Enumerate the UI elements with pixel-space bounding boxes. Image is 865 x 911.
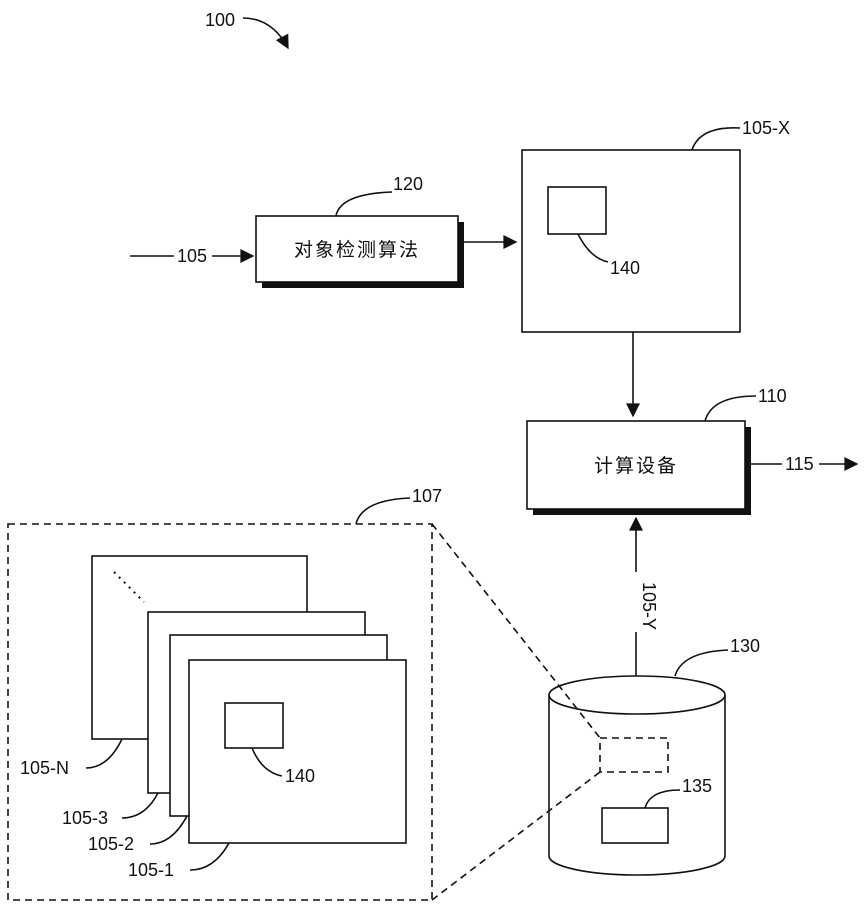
computing-box-text: 计算设备	[594, 455, 678, 477]
computing-ref-label: 110	[758, 386, 787, 406]
frame-1	[189, 660, 406, 843]
output-image-frame	[522, 150, 740, 332]
database-top	[549, 676, 725, 714]
frame-1-leader	[190, 843, 229, 870]
frame-stack: 107 140 105-N 105-3 105-2 105-1	[8, 486, 442, 900]
database: 130 135	[549, 636, 760, 875]
algorithm-ref-label: 120	[393, 174, 423, 194]
database-ref-label: 130	[730, 636, 760, 656]
algorithm-box-text: 对象检测算法	[294, 239, 420, 261]
frame-stack-leader	[356, 498, 410, 524]
frame-2-ref-label: 105-2	[88, 834, 134, 854]
stack-object-box	[225, 703, 283, 748]
detected-object-box	[548, 187, 606, 234]
database-link: 105-Y	[636, 518, 659, 676]
frame-2-leader	[150, 816, 187, 844]
output-image-ref-label: 105-X	[742, 118, 790, 138]
database-item-box	[602, 808, 668, 843]
output-image: 140 105-X	[522, 118, 790, 332]
frame-n-leader	[86, 739, 122, 768]
object-ref-top-label: 140	[610, 258, 640, 278]
frame-3-ref-label: 105-3	[62, 808, 108, 828]
figure-ref-arrow	[243, 18, 288, 48]
computing-output-ref-label: 115	[785, 454, 814, 474]
zoom-line-top	[432, 524, 600, 738]
database-leader	[675, 650, 728, 676]
computing-leader	[705, 396, 756, 421]
input-stream: 105	[130, 246, 253, 266]
figure-ref-group: 100	[205, 10, 288, 48]
object-detection-box: 对象检测算法 120	[256, 174, 464, 288]
frame-3-leader	[122, 793, 158, 818]
computing-device: 计算设备 110 115	[527, 386, 857, 515]
database-item-ref-label: 135	[682, 776, 712, 796]
input-ref-label: 105	[177, 246, 207, 266]
frame-stack-ref-label: 107	[412, 486, 442, 506]
figure-ref-label: 100	[205, 10, 235, 30]
stack-object-ref-label: 140	[285, 766, 315, 786]
frame-1-ref-label: 105-1	[128, 860, 174, 880]
algorithm-leader	[336, 192, 392, 216]
output-image-leader	[692, 128, 740, 150]
frame-n-ref-label: 105-N	[20, 758, 69, 778]
database-link-ref-label: 105-Y	[639, 582, 659, 630]
